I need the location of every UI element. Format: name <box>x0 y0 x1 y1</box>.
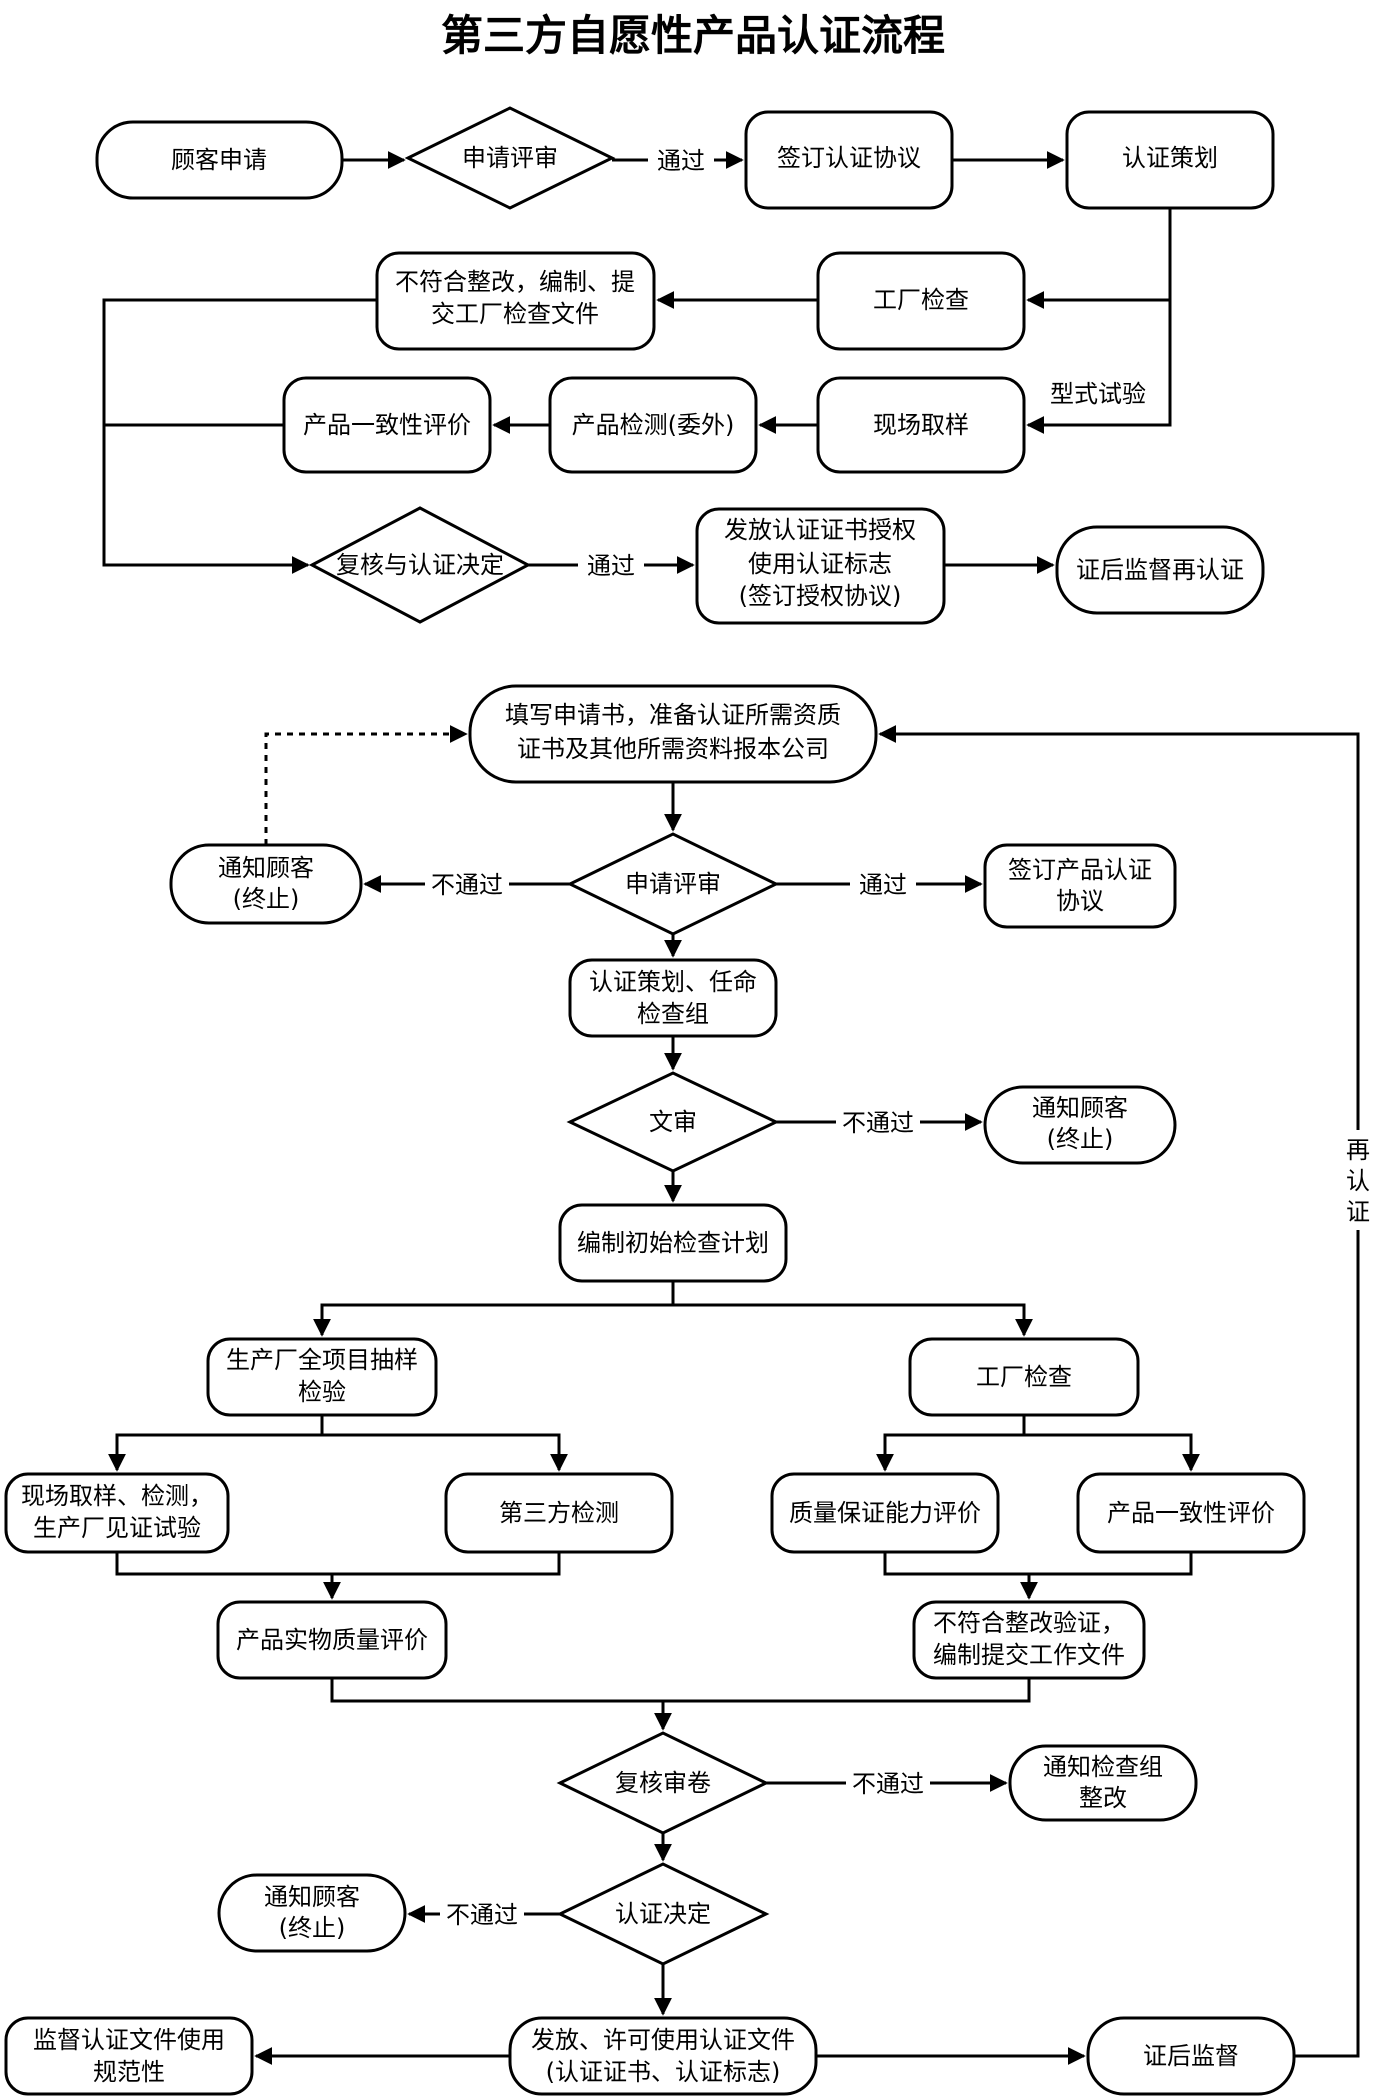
label-product-test: 产品检测(委外) <box>572 411 735 439</box>
label-recert-3: 证 <box>1346 1198 1370 1226</box>
label-cert-plan: 认证策划 <box>1122 144 1218 172</box>
label-recert-1: 再 <box>1346 1136 1370 1164</box>
label-fail-3: 不通过 <box>852 1770 924 1798</box>
label-bg-fail-4 <box>440 1898 524 1928</box>
label-bg-fail-2 <box>836 1106 920 1136</box>
label-sign-agreement: 签订认证协议 <box>777 144 921 172</box>
label-bg-pass-f2 <box>850 868 916 898</box>
label-physical-quality-eval: 产品实物质量评价 <box>236 1626 428 1654</box>
label-apply-review-2: 申请评审 <box>625 870 721 898</box>
label-consistency-eval-2: 产品一致性评价 <box>1107 1499 1275 1527</box>
node-cert-decision <box>556 1862 770 1966</box>
connector-merge-left <box>115 1552 561 1576</box>
label-initial-plan: 编制初始检查计划 <box>577 1229 769 1257</box>
label-issue-cert-3: (签订授权协议) <box>739 582 902 610</box>
arrow-dashed-notify-to-fill <box>264 725 468 845</box>
node-notify-terminate-2 <box>983 1085 1177 1165</box>
label-fail-1: 不通过 <box>431 871 503 899</box>
label-issue-cert-2: 使用认证标志 <box>748 550 892 578</box>
label-sampling-1: 现场取样 <box>873 411 969 439</box>
label-issue-cert-1: 发放认证证书授权 <box>724 516 916 544</box>
label-notify-terminate-3b: (终止) <box>279 1914 346 1942</box>
label-recert-2: 认 <box>1346 1167 1370 1195</box>
label-notify-terminate-2b: (终止) <box>1047 1125 1114 1153</box>
label-supervise-doc-1: 监督认证文件使用 <box>33 2026 225 2054</box>
label-fill-application-2: 证书及其他所需资料报本公司 <box>517 735 829 763</box>
label-fail-4: 不通过 <box>446 1901 518 1929</box>
label-full-sampling-1: 生产厂全项目抽样 <box>226 1346 418 1374</box>
node-post-cert <box>1055 525 1265 615</box>
label-nc-verify-1: 不符合整改验证， <box>933 1609 1125 1637</box>
label-bg-fail-3 <box>846 1767 930 1797</box>
label-notify-terminate-2a: 通知顾客 <box>1032 1094 1128 1122</box>
label-apply-review-1: 申请评审 <box>462 144 558 172</box>
label-issue-license-2: (认证证书、认证标志) <box>546 2058 781 2086</box>
label-plan-team-1: 认证策划、任命 <box>589 968 757 996</box>
label-customer-apply: 顾客申请 <box>171 146 267 174</box>
node-notify-team <box>1008 1744 1198 1822</box>
label-bg-pass-2 <box>578 549 644 579</box>
connector-split <box>320 1303 1026 1335</box>
label-pass-2: 通过 <box>587 552 635 580</box>
label-nc-verify-2: 编制提交工作文件 <box>933 1641 1125 1669</box>
label-rectify-1: 不符合整改，编制、提 <box>395 268 635 296</box>
label-pass-f2: 通过 <box>859 871 907 899</box>
label-qa-eval: 质量保证能力评价 <box>789 1499 981 1527</box>
label-full-sampling-2: 检验 <box>298 1378 346 1406</box>
page-title: 第三方自愿性产品认证流程 <box>441 11 945 60</box>
arrow-to-review-decision <box>102 298 377 574</box>
label-bg-fail-1 <box>425 868 509 898</box>
arrow-recert-loop <box>878 725 1360 2058</box>
label-plan-team-2: 检查组 <box>637 1000 709 1028</box>
arrow-plan-to-sampling <box>1026 208 1172 434</box>
label-doc-review: 文审 <box>649 1108 697 1136</box>
label-sign-product-agreement-2: 协议 <box>1056 887 1104 915</box>
label-bg-recert <box>1343 1130 1373 1230</box>
label-bg-pass-1 <box>648 144 714 174</box>
node-sign-product-agreement <box>983 843 1177 929</box>
label-third-party-test: 第三方检测 <box>499 1499 619 1527</box>
connector-split-right <box>883 1433 1193 1470</box>
connector-split-left <box>115 1433 561 1470</box>
label-post-supervision: 证后监督 <box>1143 2042 1239 2070</box>
connector-merge-bottom <box>330 1678 1031 1703</box>
node-notify-terminate-3 <box>217 1873 407 1953</box>
label-supervise-doc-2: 规范性 <box>93 2058 165 2086</box>
label-pass-1: 通过 <box>657 147 705 175</box>
label-notify-team-1: 通知检查组 <box>1043 1753 1163 1781</box>
connector-merge-right <box>883 1552 1193 1576</box>
label-notify-terminate-3a: 通知顾客 <box>264 1883 360 1911</box>
label-cert-decision: 认证决定 <box>615 1900 711 1928</box>
label-notify-terminate-1a: 通知顾客 <box>218 854 314 882</box>
label-type-test: 型式试验 <box>1050 380 1146 408</box>
label-onsite-sampling-2: 生产厂见证试验 <box>33 1514 201 1542</box>
label-fail-2: 不通过 <box>842 1109 914 1137</box>
label-rectify-2: 交工厂检查文件 <box>431 300 599 328</box>
node-apply-review-1 <box>404 106 616 210</box>
label-factory-inspect-2: 工厂检查 <box>976 1363 1072 1391</box>
label-consistency-eval-1: 产品一致性评价 <box>303 411 471 439</box>
label-review-decision: 复核与认证决定 <box>336 551 504 579</box>
label-notify-team-2: 整改 <box>1079 1784 1127 1812</box>
label-sign-product-agreement-1: 签订产品认证 <box>1008 856 1152 884</box>
label-review-dossier: 复核审卷 <box>615 1769 711 1797</box>
node-supervise-doc <box>4 2016 254 2096</box>
label-issue-license-1: 发放、许可使用认证文件 <box>531 2026 795 2054</box>
label-onsite-sampling-1: 现场取样、检测， <box>21 1482 213 1510</box>
label-post-cert: 证后监督再认证 <box>1076 556 1244 584</box>
label-fill-application-1: 填写申请书，准备认证所需资质 <box>505 701 841 729</box>
label-factory-inspect-1: 工厂检查 <box>873 286 969 314</box>
label-notify-terminate-1b: (终止) <box>233 885 300 913</box>
